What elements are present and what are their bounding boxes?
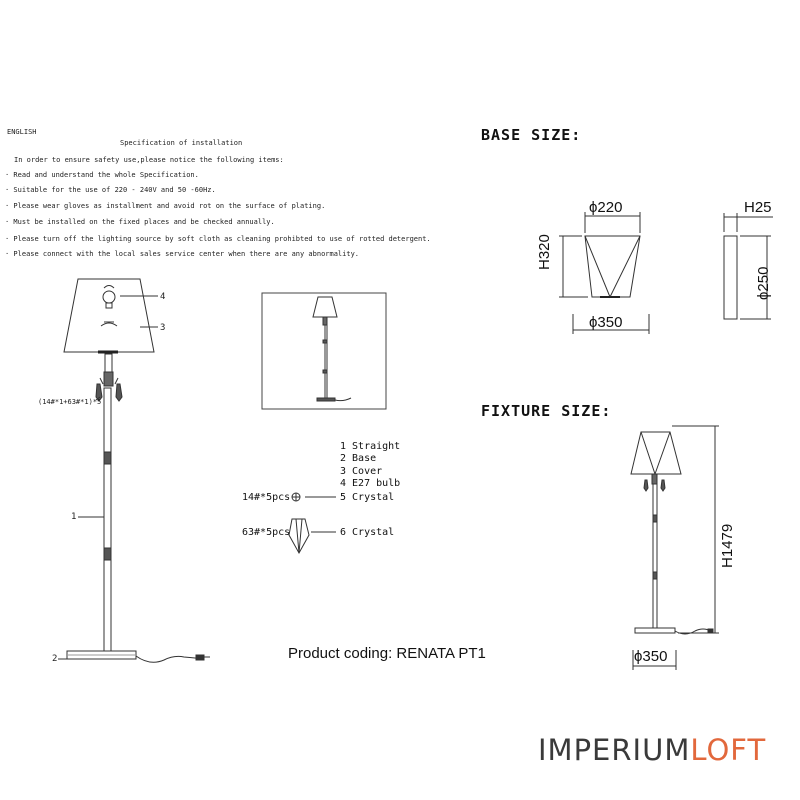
- lamp-preview-box: [261, 292, 387, 410]
- base-thickness-label: H25: [744, 199, 772, 216]
- base-top-width-label: ϕ220: [589, 199, 623, 216]
- base-bottom-width-label: ϕ350: [589, 314, 623, 331]
- callout-cover: 3: [160, 323, 166, 333]
- part-base: 2 Base: [340, 453, 377, 464]
- base-diameter-label: ϕ250: [755, 266, 772, 300]
- callout-crystal-formula: (14#*1+63#*1)*5: [38, 398, 102, 406]
- crystal-large-qty: 63#*5pcs: [242, 527, 291, 538]
- product-coding: Product coding: RENATA PT1: [288, 645, 486, 662]
- fixture-drawing: [630, 425, 719, 670]
- spec-item: · Read and understand the whole Specific…: [5, 171, 199, 179]
- spec-language: ENGLISH: [7, 128, 37, 136]
- crystal-small-qty: 14#*5pcs: [242, 492, 291, 503]
- crystal-parts-icons: [288, 492, 336, 555]
- lamp-shade: [63, 278, 155, 353]
- callout-base: 2: [52, 654, 58, 664]
- crystal-large-label: 6 Crystal: [340, 527, 395, 538]
- part-straight: 1 Straight: [340, 441, 401, 452]
- brand-part-2: LOFT: [690, 733, 767, 767]
- base-size-heading: BASE SIZE:: [481, 126, 582, 144]
- crystal-pendants: [95, 377, 123, 402]
- base-height-label: H320: [536, 234, 553, 270]
- spec-item: · Suitable for the use of 220 - 240V and…: [5, 186, 216, 194]
- spec-title: Specification of installation: [120, 139, 243, 147]
- base-front-view: [559, 212, 650, 334]
- fixture-height-label: H1479: [719, 523, 736, 568]
- brand-logo: IMPERIUMLOFT: [538, 733, 766, 767]
- fixture-size-heading: FIXTURE SIZE:: [481, 402, 612, 420]
- spec-item: · Please turn off the lighting source by…: [5, 235, 431, 243]
- spec-intro: In order to ensure safety use,please not…: [14, 156, 284, 164]
- spec-item: · Please connect with the local sales se…: [5, 250, 360, 258]
- part-cover: 3 Cover: [340, 466, 383, 477]
- spec-item: · Please wear gloves as installment and …: [5, 202, 326, 210]
- part-bulb: 4 E27 bulb: [340, 478, 401, 489]
- bulb-icon: [100, 285, 118, 327]
- base-side-view: [723, 213, 773, 320]
- lamp-exploded-drawing: [58, 278, 210, 663]
- callout-straight: 1: [71, 512, 77, 522]
- spec-item: · Must be installed on the fixed places …: [5, 218, 275, 226]
- crystal-small-label: 5 Crystal: [340, 492, 395, 503]
- fixture-base-width-label: ϕ350: [634, 648, 668, 665]
- callout-bulb: 4: [160, 292, 166, 302]
- brand-part-1: IMPERIUM: [538, 733, 691, 767]
